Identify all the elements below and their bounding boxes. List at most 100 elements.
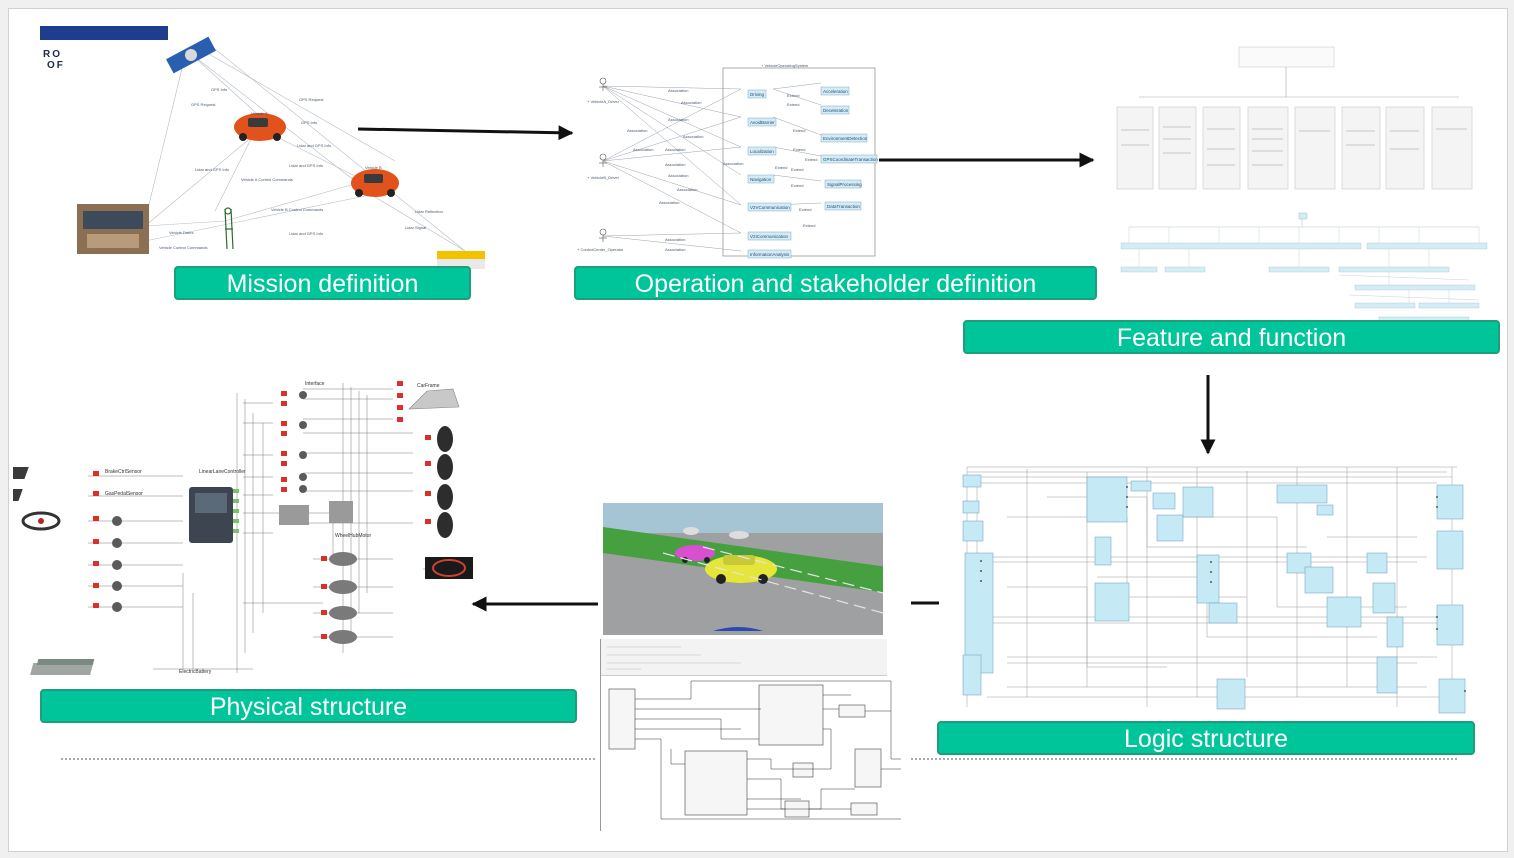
svg-text:Extend: Extend (803, 223, 815, 228)
svg-text:Association: Association (668, 117, 688, 122)
svg-text:BrakeCtrlSensor: BrakeCtrlSensor (105, 469, 142, 475)
feature-function-diagram (1116, 46, 1488, 322)
svg-text:Vehicle Control Commands: Vehicle Control Commands (159, 245, 207, 250)
simulation-car-magenta (675, 545, 715, 563)
svg-text:Association: Association (723, 161, 743, 166)
svg-text:AvoidBarrier: AvoidBarrier (750, 120, 775, 125)
svg-text:Extend: Extend (805, 157, 817, 162)
battery-icon (30, 659, 95, 675)
svg-text:+ VehicleA_Driver: + VehicleA_Driver (587, 99, 620, 104)
svg-text:V2VCommunication: V2VCommunication (750, 205, 790, 210)
svg-text:Association: Association (668, 88, 688, 93)
car-icon (234, 113, 286, 141)
steering-wheel-icon (21, 511, 61, 531)
svg-text:Extend: Extend (787, 93, 799, 98)
svg-text:Extend: Extend (787, 102, 799, 107)
svg-text:Association: Association (633, 147, 653, 152)
tire-image (425, 557, 473, 579)
radio-tower-icon (224, 207, 234, 250)
svg-text:Extend: Extend (793, 147, 805, 152)
controller-ecu-icon (189, 487, 239, 543)
svg-text:Localization: Localization (750, 149, 774, 154)
satellite-icon (166, 36, 216, 74)
road-barrier-icon (437, 251, 485, 269)
svg-text:Lidar and GPS Info: Lidar and GPS Info (195, 167, 230, 172)
svg-text:Interface: Interface (305, 381, 325, 387)
svg-text:Vehicle Dates: Vehicle Dates (169, 230, 193, 235)
svg-text:Association: Association (627, 128, 647, 133)
usecase-diagram: + VehicleOperatingSystem + VehicleA_Driv… (577, 63, 878, 259)
svg-text:Association: Association (681, 100, 701, 105)
svg-text:Lidar and GPS Info: Lidar and GPS Info (289, 231, 324, 236)
svg-text:Vehicle A Control Commands: Vehicle A Control Commands (241, 177, 293, 182)
svg-text:Extend: Extend (791, 167, 803, 172)
svg-text:+ VehicleB_Driver: + VehicleB_Driver (587, 175, 620, 180)
simulation-3d-view (603, 503, 883, 635)
svg-text:GPS Info: GPS Info (301, 120, 318, 125)
label-feature-and-function: Feature and function (963, 320, 1500, 354)
svg-text:Navigation: Navigation (750, 177, 772, 182)
svg-text:Association: Association (665, 237, 685, 242)
svg-text:InformationAnalysis: InformationAnalysis (750, 252, 790, 257)
svg-text:Lidar Reflection: Lidar Reflection (415, 209, 443, 214)
logic-structure-diagram (962, 466, 1466, 714)
svg-text:Extend: Extend (793, 128, 805, 133)
car-body-icon (408, 388, 460, 410)
car-icon (351, 169, 399, 197)
actor-icon (599, 77, 607, 242)
svg-text:LinearLaneController: LinearLaneController (199, 469, 246, 475)
svg-text:WheelHubMotor: WheelHubMotor (335, 533, 371, 539)
svg-text:Driving: Driving (750, 92, 765, 97)
label-physical-structure: Physical structure (40, 689, 577, 723)
svg-text:Acceleration: Acceleration (823, 89, 848, 94)
svg-text:Lidar and GPS Info: Lidar and GPS Info (289, 163, 324, 168)
svg-text:+ ControlCenter_Operator: + ControlCenter_Operator (577, 247, 624, 252)
simulation-car-yellow (705, 555, 777, 584)
svg-text:EnvironmentDetection: EnvironmentDetection (823, 136, 868, 141)
svg-text:GPSCoordinateTransaction: GPSCoordinateTransaction (823, 157, 878, 162)
svg-text:V2ICommunication: V2ICommunication (750, 234, 789, 239)
svg-text:Lidar Signal: Lidar Signal (405, 225, 426, 230)
svg-text:Association: Association (668, 173, 688, 178)
svg-text:GPS Request: GPS Request (191, 102, 216, 107)
svg-text:Association: Association (683, 134, 703, 139)
logo (40, 26, 168, 40)
svg-text:Vehicle B Control Commands: Vehicle B Control Commands (271, 207, 323, 212)
svg-text:GPS Info: GPS Info (211, 87, 228, 92)
label-operation-stakeholder-definition: Operation and stakeholder definition (574, 266, 1097, 300)
svg-text:Association: Association (659, 200, 679, 205)
logo-text-1: RO (43, 49, 62, 60)
svg-text:Vehicle A: Vehicle A (251, 111, 268, 116)
svg-text:Association: Association (665, 162, 685, 167)
simulink-model (600, 639, 909, 831)
svg-text:GPS Request: GPS Request (299, 97, 324, 102)
pedal-icon (13, 489, 23, 501)
svg-text:Association: Association (677, 187, 697, 192)
logo-text-2: OF (47, 60, 65, 71)
svg-text:GasPedalSensor: GasPedalSensor (105, 491, 143, 497)
svg-text:CarFrame: CarFrame (417, 383, 440, 389)
svg-text:DataTransaction: DataTransaction (827, 204, 860, 209)
suspension-icon (279, 501, 353, 525)
pedal-icon (13, 467, 29, 479)
svg-text:Extend: Extend (791, 183, 803, 188)
label-logic-structure: Logic structure (937, 721, 1475, 755)
wheel-icon (437, 426, 453, 538)
svg-text:Association: Association (665, 147, 685, 152)
svg-text:Extend: Extend (799, 207, 811, 212)
motor-icon (329, 552, 357, 644)
svg-text:SignalProcessing: SignalProcessing (827, 182, 862, 187)
svg-text:Deceleration: Deceleration (823, 108, 849, 113)
slide: RO OF (8, 8, 1508, 852)
svg-text:+ VehicleOperatingSystem: + VehicleOperatingSystem (761, 63, 809, 68)
svg-text:Extend: Extend (775, 165, 787, 170)
simulation-car-far (683, 527, 749, 539)
svg-text:Lidar and GPS Info: Lidar and GPS Info (297, 143, 332, 148)
svg-text:ElectricBattery: ElectricBattery (179, 669, 212, 675)
svg-text:Vehicle B: Vehicle B (365, 165, 382, 170)
control-room-image (77, 204, 149, 254)
label-mission-definition: Mission definition (174, 266, 471, 300)
svg-text:Association: Association (665, 247, 685, 252)
